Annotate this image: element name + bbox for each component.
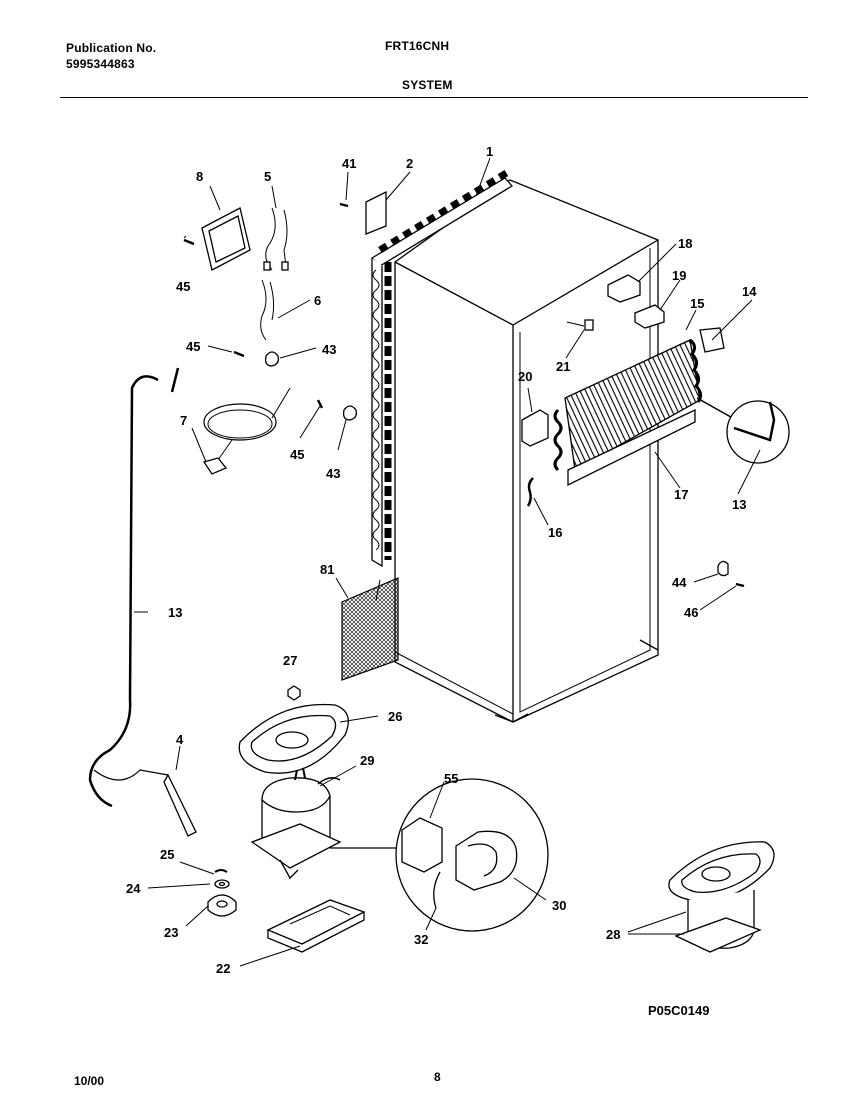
callout-81: 81	[320, 562, 334, 577]
callout-30: 30	[552, 898, 566, 913]
bracket-2	[365, 190, 387, 235]
refrigerator-cabinet	[394, 179, 659, 723]
callout-55: 55	[444, 771, 458, 786]
clip-43-upper	[264, 351, 280, 367]
callout-7: 7	[180, 413, 187, 428]
callout-32: 32	[414, 932, 428, 947]
callout-15: 15	[690, 296, 704, 311]
callout-29: 29	[360, 753, 374, 768]
leader-lines	[134, 157, 761, 967]
callout-17: 17	[674, 487, 688, 502]
callout-22: 22	[216, 961, 230, 976]
compressor-grommets	[207, 869, 237, 917]
page-number: 8	[434, 1070, 441, 1084]
callout-25: 25	[160, 847, 174, 862]
mesh-panel	[341, 577, 399, 681]
callout-18: 18	[678, 236, 692, 251]
screws	[183, 202, 745, 588]
publication-label: Publication No.	[66, 41, 157, 55]
drain-pan	[238, 703, 349, 774]
callout-20: 20	[518, 369, 532, 384]
diagram-reference-code: P05C0149	[648, 1003, 709, 1018]
callout-46: 46	[684, 605, 698, 620]
callout-45: 45	[176, 279, 190, 294]
callout-labels: 1 2 41 8 5 45 6 45 43 7 45 43 18 19 15 1…	[126, 144, 757, 1018]
callout-14: 14	[742, 284, 757, 299]
panel-frame	[201, 207, 251, 271]
clip-44	[717, 560, 729, 577]
callout-24: 24	[126, 881, 141, 896]
tubing-left	[88, 367, 180, 808]
section-title: SYSTEM	[402, 78, 453, 92]
callout-44: 44	[672, 575, 687, 590]
filter-drier	[163, 773, 197, 837]
callout-8: 8	[196, 169, 203, 184]
clip-43-lower	[342, 405, 358, 421]
callout-2: 2	[406, 156, 413, 171]
callout-45: 45	[186, 339, 200, 354]
callout-43: 43	[326, 466, 340, 481]
callout-27: 27	[283, 653, 297, 668]
model-number: FRT16CNH	[385, 39, 450, 53]
callout-41: 41	[342, 156, 356, 171]
nut-27	[287, 685, 301, 701]
callout-6: 6	[314, 293, 321, 308]
callout-23: 23	[164, 925, 178, 940]
compressor	[250, 767, 342, 880]
callout-28: 28	[606, 927, 620, 942]
defrost-timer	[521, 409, 549, 447]
callout-1: 1	[486, 144, 493, 159]
power-cord	[202, 387, 291, 475]
callout-19: 19	[672, 268, 686, 283]
callout-13: 13	[168, 605, 182, 620]
callout-16: 16	[548, 525, 562, 540]
callout-13: 13	[732, 497, 746, 512]
callout-4: 4	[176, 732, 184, 747]
callout-45: 45	[290, 447, 304, 462]
wiring-harness	[260, 207, 289, 341]
callout-21: 21	[556, 359, 570, 374]
compressor-with-pan	[668, 841, 775, 953]
callout-5: 5	[264, 169, 271, 184]
compressor-base	[266, 899, 366, 945]
relay-overload-inset	[330, 778, 549, 932]
tubing-detail-inset	[726, 400, 790, 464]
footer-date: 10/00	[74, 1074, 105, 1088]
callout-26: 26	[388, 709, 402, 724]
header-rule	[60, 97, 808, 98]
control-brackets	[566, 274, 665, 331]
condenser-coil	[370, 169, 513, 568]
publication-number: 5995344863	[66, 57, 135, 71]
evaporator-assembly	[553, 327, 746, 487]
heater-element	[526, 477, 534, 507]
callout-43: 43	[322, 342, 336, 357]
